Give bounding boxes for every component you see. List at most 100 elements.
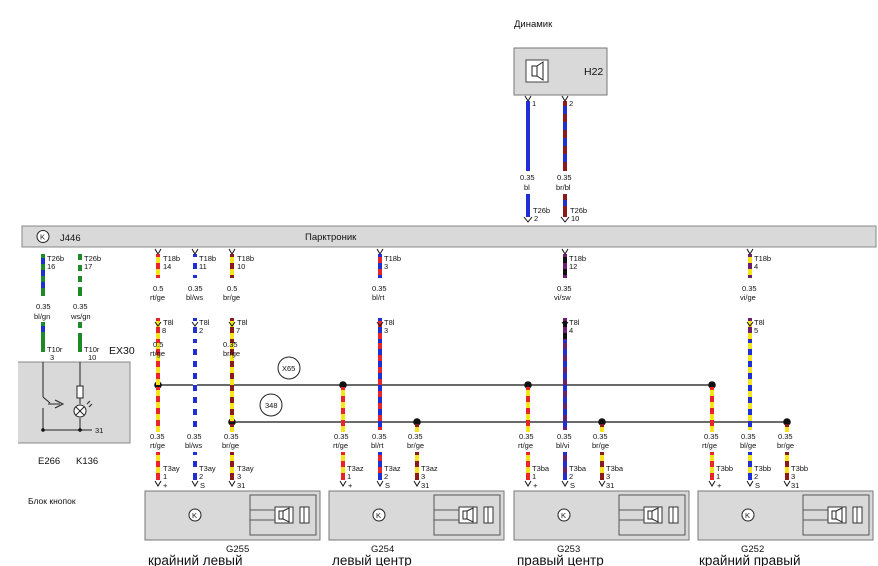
wire-ch5-seg5 <box>415 452 419 480</box>
speaker-wire1-size: 0.35 <box>520 173 535 182</box>
svg-text:X65: X65 <box>282 364 295 373</box>
wire-ch1-seg1 <box>193 254 197 278</box>
sensor-arrow-10 <box>746 480 754 487</box>
wire-ch11-seg5 <box>785 452 789 480</box>
svg-text:T3ay: T3ay <box>237 464 254 473</box>
svg-text:bl/vi: bl/vi <box>556 441 570 450</box>
svg-text:0.35: 0.35 <box>742 284 757 293</box>
speaker-wire1-color: bl <box>524 183 530 192</box>
wire-ch4-seg2 <box>378 318 382 340</box>
wire-ch10-seg1 <box>748 254 752 278</box>
bb-w1-conn-top: T26b <box>47 254 64 263</box>
svg-text:T18b: T18b <box>163 254 180 263</box>
lamp-id: K136 <box>76 456 98 467</box>
sensor-arrow-1 <box>191 480 199 487</box>
svg-text:K: K <box>40 233 45 242</box>
wire-ch1-seg5 <box>193 452 197 480</box>
svg-text:br/ge: br/ge <box>777 441 794 450</box>
speaker-conn1: T26b <box>533 206 550 215</box>
svg-text:1: 1 <box>347 472 351 481</box>
speaker-conn2-pin: 10 <box>571 214 579 223</box>
svg-text:K: K <box>376 511 381 520</box>
svg-text:T3bb: T3bb <box>754 464 771 473</box>
ground-pin: 31 <box>95 426 103 435</box>
pin-signs-g254: + S 31 <box>348 481 429 490</box>
t8-arrow-1 <box>191 321 199 327</box>
svg-text:1: 1 <box>532 472 536 481</box>
svg-text:0.35: 0.35 <box>372 432 387 441</box>
svg-text:31: 31 <box>237 481 245 490</box>
speaker-pin-2: 2 <box>569 99 573 108</box>
wire-ch4-seg1 <box>378 254 382 278</box>
svg-text:3: 3 <box>421 472 425 481</box>
lamp-icon <box>73 400 93 418</box>
svg-text:T3az: T3az <box>421 464 438 473</box>
svg-text:3: 3 <box>791 472 795 481</box>
svg-text:T8l: T8l <box>754 318 765 327</box>
svg-text:S: S <box>385 481 390 490</box>
svg-text:4: 4 <box>754 262 758 271</box>
sensor-arrow-3 <box>339 480 347 487</box>
wire-ch6-seg5 <box>526 452 530 480</box>
wire-ch6-seg4 <box>526 387 530 432</box>
sensor-arrow-2 <box>228 480 236 487</box>
svg-text:T3ay: T3ay <box>199 464 216 473</box>
bb-w2-pin-top: 17 <box>84 262 92 271</box>
splice-x65: X65 <box>277 356 301 380</box>
wire-ch0-seg1 <box>156 254 160 278</box>
svg-text:T8l: T8l <box>199 318 210 327</box>
wire-ch2-seg3 <box>230 340 234 422</box>
transducer-icon <box>274 506 294 524</box>
svg-text:0.35: 0.35 <box>334 432 349 441</box>
sensor-arrow-7 <box>561 480 569 487</box>
svg-text:T8l: T8l <box>163 318 174 327</box>
svg-text:rt/ge: rt/ge <box>518 441 533 450</box>
bus-label: Парктроник <box>305 232 357 243</box>
svg-text:0.35: 0.35 <box>188 284 203 293</box>
t8-arrow-10 <box>746 321 754 327</box>
svg-text:0.5: 0.5 <box>153 340 163 349</box>
bus-id: J446 <box>60 233 81 244</box>
svg-text:0.35: 0.35 <box>557 432 572 441</box>
svg-text:2: 2 <box>199 326 203 335</box>
svg-text:0.35: 0.35 <box>372 284 387 293</box>
svg-text:K: K <box>192 511 197 520</box>
button-module-internals <box>42 362 92 431</box>
svg-text:br/ge: br/ge <box>592 441 609 450</box>
svg-text:K: K <box>561 511 566 520</box>
speaker-id: H22 <box>584 66 603 78</box>
pin-signs-g253: + S 31 <box>533 481 614 490</box>
svg-text:14: 14 <box>163 262 171 271</box>
bb-w2-pin-bot: 10 <box>88 353 96 362</box>
t8-arrow-2 <box>228 321 236 327</box>
wire-ch2-seg4 <box>230 424 234 432</box>
button-block-label: Блок кнопок <box>28 496 76 506</box>
svg-text:0.35: 0.35 <box>593 432 608 441</box>
wire-ch7-seg3 <box>563 340 567 430</box>
junction-x65-2 <box>339 381 347 389</box>
wire-ch0-seg3 <box>156 340 160 385</box>
svg-text:S: S <box>200 481 205 490</box>
svg-text:T18b: T18b <box>754 254 771 263</box>
svg-text:3: 3 <box>384 262 388 271</box>
junction-348-3 <box>598 418 606 426</box>
svg-text:rt/ge: rt/ge <box>702 441 717 450</box>
svg-text:2: 2 <box>384 472 388 481</box>
svg-text:0.35: 0.35 <box>408 432 423 441</box>
sensor-g255: K <box>144 490 321 541</box>
t8-arrow-7 <box>561 321 569 327</box>
svg-text:K: K <box>745 511 750 520</box>
sensor-ecu-icon <box>741 508 755 522</box>
svg-text:bl/ws: bl/ws <box>186 293 203 302</box>
svg-text:348: 348 <box>265 401 278 410</box>
t8-arrow-0 <box>154 321 162 327</box>
wire-ch0-seg5 <box>156 452 160 480</box>
